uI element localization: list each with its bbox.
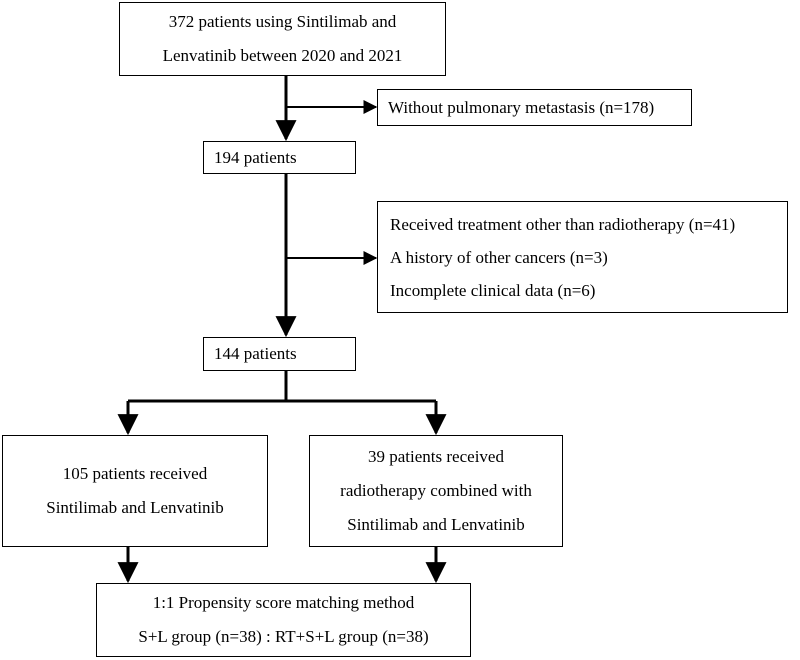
group-sl-line-1: 105 patients received: [62, 464, 208, 483]
matching-line-2: S+L group (n=38) : RT+S+L group (n=38): [138, 627, 429, 646]
group-rt-line-2: radiotherapy combined with: [340, 481, 532, 500]
step-144-label: 144 patients: [214, 344, 297, 363]
group-rt-line-1: 39 patients received: [368, 447, 504, 466]
exclusion-box-1: Without pulmonary metastasis (n=178): [377, 89, 692, 126]
exclusion-1-line-1: Without pulmonary metastasis (n=178): [388, 97, 655, 117]
group-rt-line-3: Sintilimab and Lenvatinib: [347, 515, 525, 534]
group-sl-line-2: Sintilimab and Lenvatinib: [46, 498, 224, 517]
start-line-2: Lenvatinib between 2020 and 2021: [162, 46, 403, 65]
start-box: 372 patients using Sintilimab and Lenvat…: [119, 2, 446, 76]
group-rt-box: 39 patients received radiotherapy combin…: [309, 435, 563, 547]
step-194-box: 194 patients: [203, 141, 356, 174]
exclusion-2-line-2: A history of other cancers (n=3): [390, 247, 608, 267]
step-194-label: 194 patients: [214, 147, 297, 167]
step-144-box: 144 patients: [203, 337, 356, 371]
matching-box: 1:1 Propensity score matching method S+L…: [96, 583, 471, 657]
exclusion-2-line-3: Incomplete clinical data (n=6): [390, 280, 596, 300]
exclusion-2-line-1: Received treatment other than radiothera…: [390, 214, 736, 234]
group-sl-box: 105 patients received Sintilimab and Len…: [2, 435, 268, 547]
exclusion-box-2: Received treatment other than radiothera…: [377, 201, 788, 313]
start-line-1: 372 patients using Sintilimab and: [168, 12, 397, 31]
matching-line-1: 1:1 Propensity score matching method: [152, 593, 415, 612]
